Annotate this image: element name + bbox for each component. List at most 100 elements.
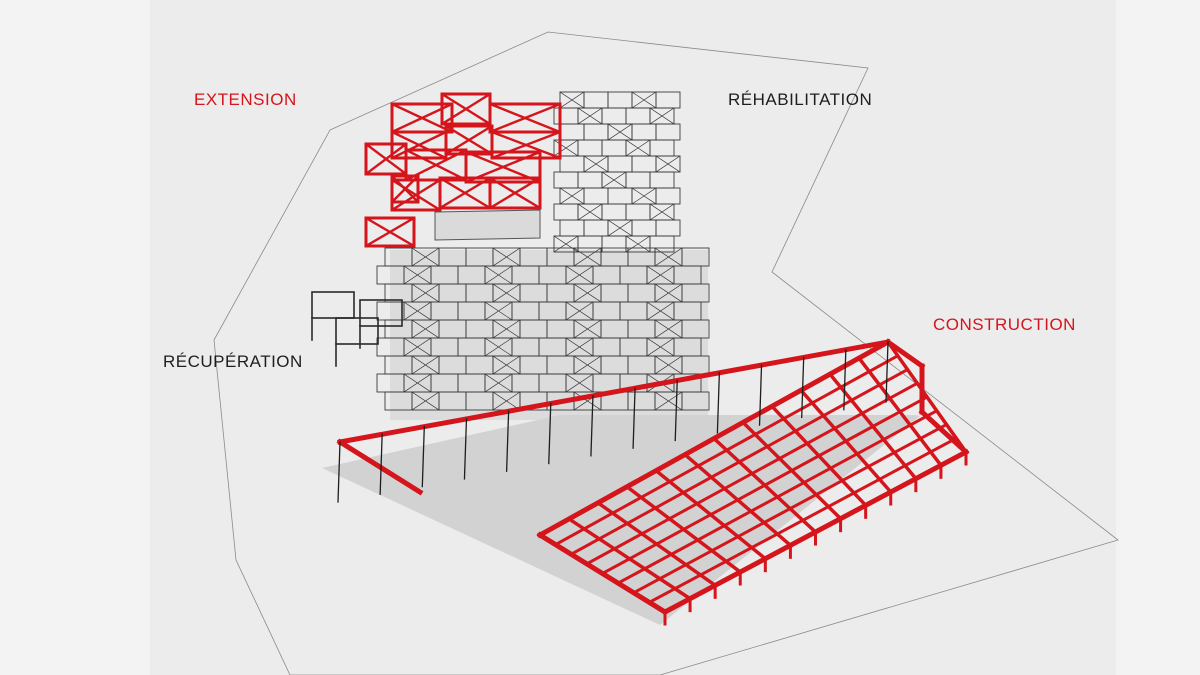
existing-cell — [631, 219, 657, 237]
existing-column — [801, 356, 805, 419]
existing-column — [505, 410, 510, 472]
existing-column — [421, 425, 425, 488]
existing-cell — [583, 91, 609, 109]
existing-cell-brace — [625, 139, 651, 157]
existing-cell-brace — [654, 319, 683, 339]
existing-cell-brace — [492, 391, 521, 411]
existing-cell-brace — [403, 373, 432, 393]
extension-cell-brace — [488, 176, 542, 210]
existing-cell — [625, 203, 651, 221]
existing-cell — [577, 171, 603, 189]
existing-cell-brace — [565, 337, 594, 357]
existing-column — [632, 387, 636, 449]
existing-cell-brace — [565, 301, 594, 321]
label-construction: CONSTRUCTION — [933, 315, 1076, 334]
existing-column — [674, 379, 678, 442]
existing-cell — [625, 107, 651, 125]
purlin — [631, 422, 949, 595]
existing-cell — [649, 235, 675, 253]
extension-cell-brace — [488, 102, 562, 134]
existing-cell — [655, 219, 681, 237]
existing-column — [337, 441, 341, 503]
existing-cell-brace — [583, 155, 609, 173]
existing-structure — [376, 91, 710, 420]
existing-cell — [649, 139, 675, 157]
existing-cell — [553, 203, 579, 221]
existing-cell — [607, 187, 633, 205]
recuperation-frame — [311, 291, 355, 319]
existing-cell-brace — [631, 91, 657, 109]
extension-cell — [464, 150, 542, 184]
purlin — [584, 381, 920, 566]
existing-cell-brace — [403, 301, 432, 321]
end-beam — [336, 438, 424, 496]
existing-cell — [607, 155, 633, 173]
existing-cell-brace — [492, 283, 521, 303]
extension-cell-brace — [490, 130, 562, 160]
existing-cell — [655, 91, 681, 109]
existing-cell-brace — [492, 319, 521, 339]
existing-cell — [577, 139, 603, 157]
existing-cell-brace — [577, 203, 603, 221]
existing-column — [843, 349, 847, 411]
base-edge — [918, 408, 970, 456]
existing-cell — [559, 155, 585, 173]
existing-column — [548, 402, 552, 465]
existing-cell-brace — [484, 337, 513, 357]
purlin — [553, 353, 900, 547]
existing-cell — [631, 155, 657, 173]
purlin — [647, 436, 959, 605]
existing-cell — [649, 171, 675, 189]
extension-structure — [364, 92, 562, 248]
extension-cell-brace — [440, 92, 492, 126]
existing-cell — [631, 123, 657, 141]
existing-cell-brace — [654, 355, 683, 375]
slab-mass — [390, 250, 708, 420]
existing-cell-brace — [573, 355, 602, 375]
existing-column — [758, 364, 763, 426]
existing-cell-brace — [654, 247, 683, 267]
existing-column — [885, 341, 889, 403]
existing-cell-brace — [559, 91, 585, 109]
existing-cell-brace — [553, 235, 579, 253]
extension-cell-brace — [390, 178, 442, 212]
existing-cell-brace — [553, 139, 579, 157]
label-extension: EXTENSION — [194, 90, 297, 109]
existing-cell — [655, 187, 681, 205]
existing-cell-brace — [484, 265, 513, 285]
existing-cell-brace — [559, 187, 585, 205]
existing-column — [590, 395, 594, 457]
extension-cell-brace — [364, 142, 408, 176]
existing-cell-brace — [649, 107, 675, 125]
existing-cell-brace — [411, 283, 440, 303]
existing-cell-brace — [411, 391, 440, 411]
purlin — [569, 367, 910, 557]
existing-cell — [655, 123, 681, 141]
existing-cell-brace — [411, 355, 440, 375]
existing-cell — [625, 171, 651, 189]
existing-cell-brace — [655, 155, 681, 173]
existing-cell — [583, 187, 609, 205]
existing-cell-brace — [484, 301, 513, 321]
label-recuperation: RÉCUPÉRATION — [163, 352, 303, 371]
ridge-beam — [337, 339, 891, 445]
extension-cell — [364, 216, 416, 248]
existing-cell-brace — [646, 265, 675, 285]
existing-cell — [553, 171, 579, 189]
existing-cell-brace — [607, 123, 633, 141]
existing-cell-brace — [601, 171, 627, 189]
existing-column — [379, 433, 383, 495]
existing-column — [716, 372, 721, 434]
construction-structure — [322, 338, 970, 626]
existing-cell-brace — [484, 373, 513, 393]
existing-cell — [681, 391, 710, 411]
existing-cell-brace — [492, 355, 521, 375]
purlin — [616, 408, 939, 586]
purlin — [600, 394, 930, 576]
existing-cell — [601, 203, 627, 221]
extension-cell-brace — [390, 174, 420, 204]
existing-cell — [553, 107, 579, 125]
extension-cell-brace — [438, 176, 492, 210]
recuperation-structure — [311, 291, 403, 367]
